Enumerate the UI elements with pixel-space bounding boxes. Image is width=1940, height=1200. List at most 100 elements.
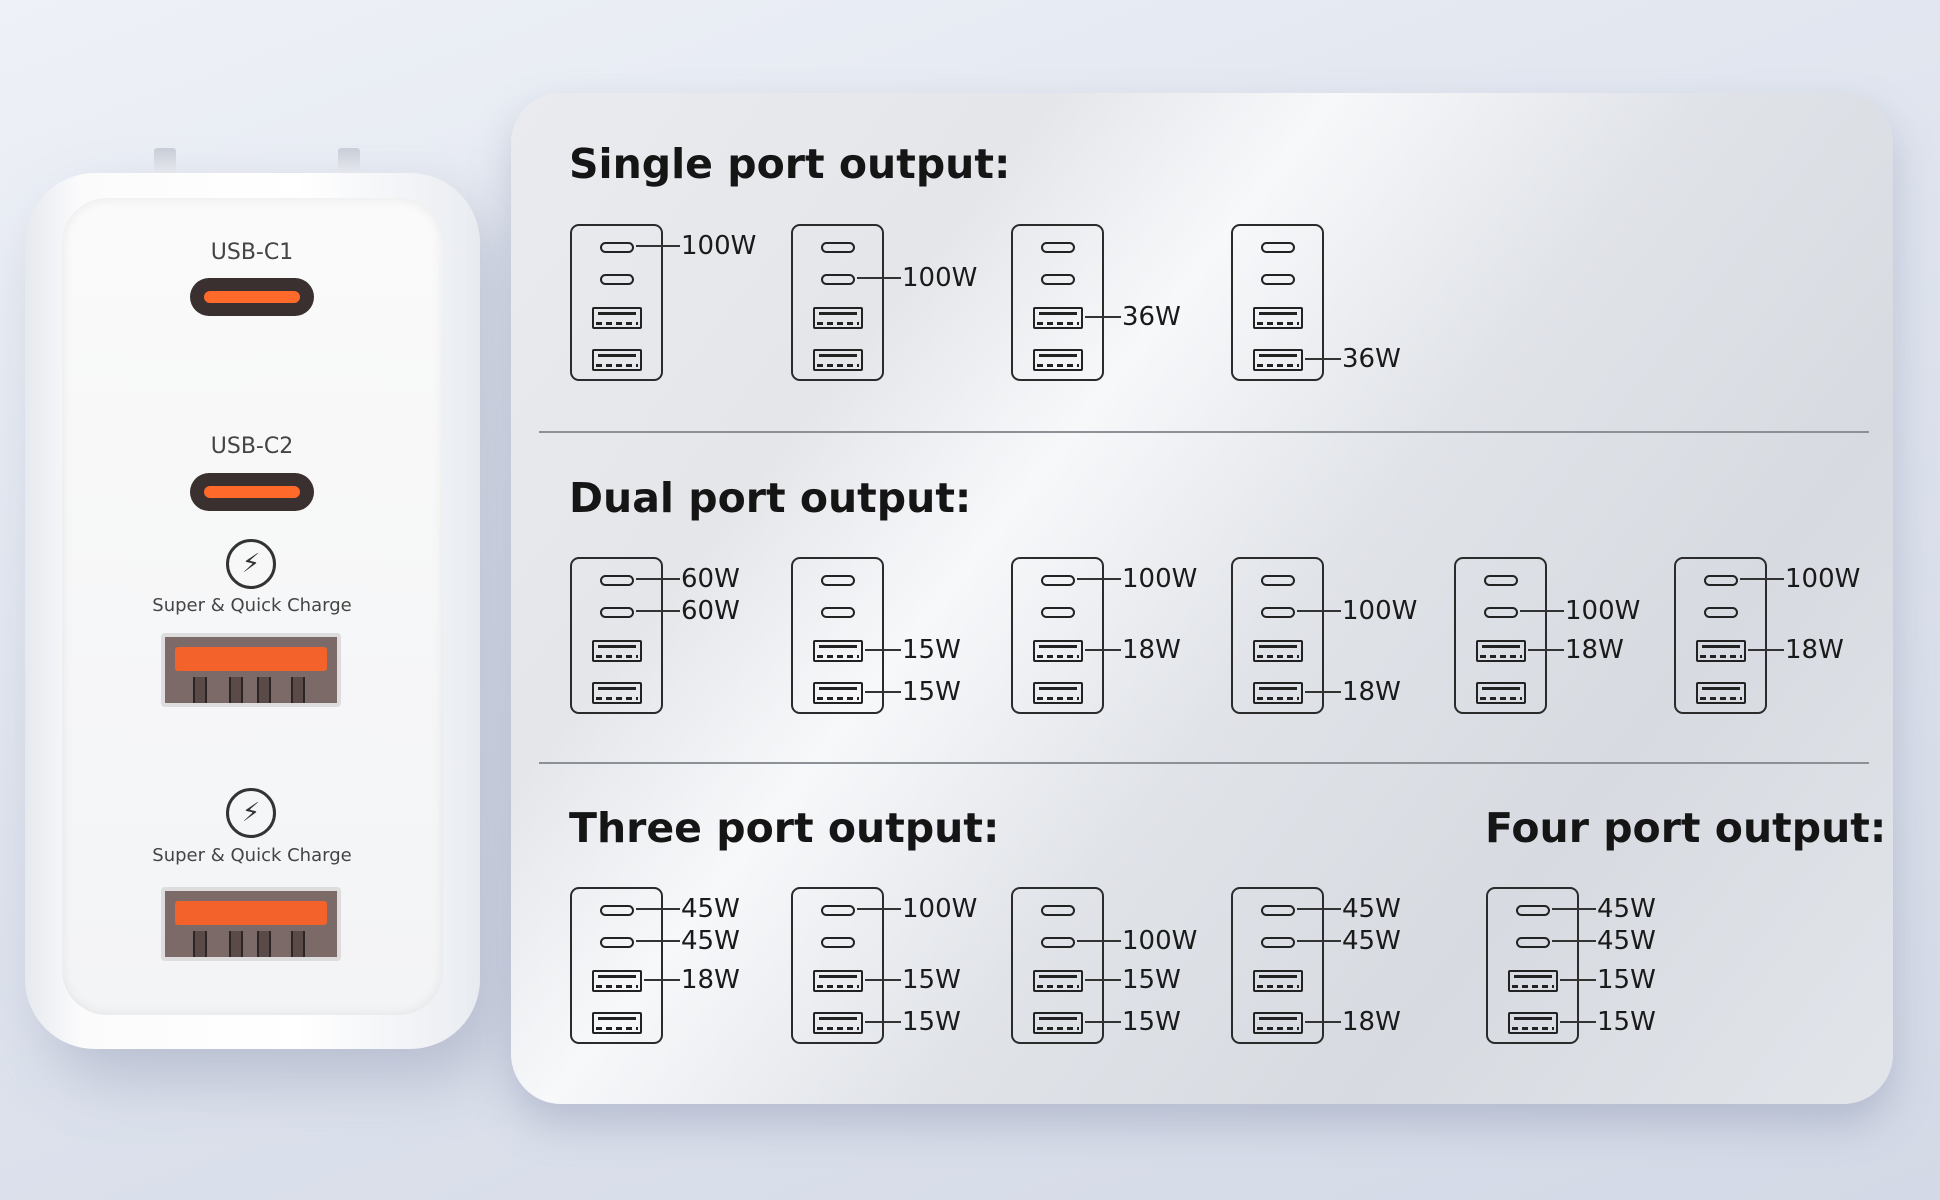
lightning-icon: ⚡ (226, 539, 276, 589)
leader-line (636, 908, 680, 910)
leader-line (1305, 358, 1341, 360)
usb-a-port-icon (592, 349, 642, 371)
usb-c-port-icon (1704, 607, 1738, 618)
usb-c-port-icon (1261, 274, 1295, 285)
leader-line (1297, 908, 1341, 910)
wattage-label: 100W (1122, 926, 1198, 956)
usb-a-port-icon (813, 349, 863, 371)
section-title: Dual port output: (569, 474, 972, 522)
usb-c-port-icon (600, 905, 634, 916)
leader-line (1528, 649, 1564, 651)
usb-a1-port (161, 633, 341, 707)
port-diagram (791, 557, 884, 714)
wattage-label: 100W (1785, 564, 1861, 594)
port-diagram (570, 557, 663, 714)
port-diagram (570, 887, 663, 1044)
usb-a-port-icon (1253, 970, 1303, 992)
usb-c-port-icon (1261, 905, 1295, 916)
usb-a-port-icon (592, 640, 642, 662)
usb-c-port-icon (1041, 937, 1075, 948)
leader-line (1085, 316, 1121, 318)
leader-line (1085, 649, 1121, 651)
wattage-label: 100W (1122, 564, 1198, 594)
leader-line (1297, 610, 1341, 612)
usb-c-port-icon (1261, 607, 1295, 618)
divider (539, 762, 1869, 764)
wattage-label: 45W (681, 926, 740, 956)
lightning-icon: ⚡ (226, 788, 276, 838)
usb-a-port-icon (1033, 307, 1083, 329)
quick-charge-label: Super & Quick Charge (152, 845, 352, 866)
wattage-label: 100W (1342, 596, 1418, 626)
wattage-label: 15W (902, 635, 961, 665)
leader-line (1305, 691, 1341, 693)
usb-c-port-icon (1041, 242, 1075, 253)
usb-c-port-icon (1484, 575, 1518, 586)
leader-line (636, 578, 680, 580)
usb-c-port-icon (821, 905, 855, 916)
usb-a-port-icon (813, 970, 863, 992)
usb-c-port-icon (1704, 575, 1738, 586)
wattage-label: 45W (1342, 894, 1401, 924)
usb-c-port-icon (600, 274, 634, 285)
leader-line (636, 610, 680, 612)
usb-c-port-icon (1516, 905, 1550, 916)
usb-c2-port (190, 473, 314, 511)
wattage-label: 100W (681, 231, 757, 261)
usb-a-port-icon (813, 640, 863, 662)
usb-a-port-icon (1253, 682, 1303, 704)
usb-a-port-icon (592, 307, 642, 329)
wattage-label: 15W (902, 677, 961, 707)
usb-a2-port (161, 887, 341, 961)
usb-c-port-icon (1261, 937, 1295, 948)
usb-c1-port (190, 278, 314, 316)
wattage-label: 60W (681, 564, 740, 594)
leader-line (857, 277, 901, 279)
wattage-label: 18W (1122, 635, 1181, 665)
plug-prong (338, 148, 360, 178)
usb-c-port-icon (600, 607, 634, 618)
leader-line (1077, 940, 1121, 942)
port-diagram (791, 224, 884, 381)
wattage-label: 18W (1565, 635, 1624, 665)
leader-line (636, 940, 680, 942)
wattage-label: 45W (1597, 926, 1656, 956)
usb-c-port-icon (821, 607, 855, 618)
leader-line (1305, 1021, 1341, 1023)
wattage-label: 45W (1597, 894, 1656, 924)
usb-c-port-icon (1484, 607, 1518, 618)
usb-c-port-icon (600, 242, 634, 253)
port-diagram (1011, 887, 1104, 1044)
usb-a-port-icon (1476, 682, 1526, 704)
leader-line (1560, 1021, 1596, 1023)
leader-line (865, 1021, 901, 1023)
leader-line (644, 979, 680, 981)
usb-a-port-icon (1508, 1012, 1558, 1034)
usb-c-port-icon (600, 937, 634, 948)
wattage-label: 100W (902, 263, 978, 293)
wattage-label: 100W (1565, 596, 1641, 626)
usb-a-port-icon (1033, 682, 1083, 704)
usb-a-port-icon (1476, 640, 1526, 662)
wattage-label: 45W (1342, 926, 1401, 956)
leader-line (1552, 940, 1596, 942)
usb-a-port-icon (1253, 1012, 1303, 1034)
port-diagram (1011, 224, 1104, 381)
usb-a-port-icon (592, 682, 642, 704)
usb-a-port-icon (1033, 970, 1083, 992)
usb-a-port-icon (813, 1012, 863, 1034)
port-diagram (1454, 557, 1547, 714)
usb-a-port-icon (1033, 640, 1083, 662)
usb-c-port-icon (1041, 905, 1075, 916)
port-diagram (1231, 224, 1324, 381)
usb-a-port-icon (1696, 682, 1746, 704)
divider (539, 431, 1869, 433)
charger-face (62, 198, 443, 1015)
wattage-label: 100W (902, 894, 978, 924)
usb-a-port-icon (813, 682, 863, 704)
usb-c-port-icon (1261, 242, 1295, 253)
usb-c-port-icon (1041, 274, 1075, 285)
leader-line (1748, 649, 1784, 651)
quick-charge-label: Super & Quick Charge (152, 595, 352, 616)
